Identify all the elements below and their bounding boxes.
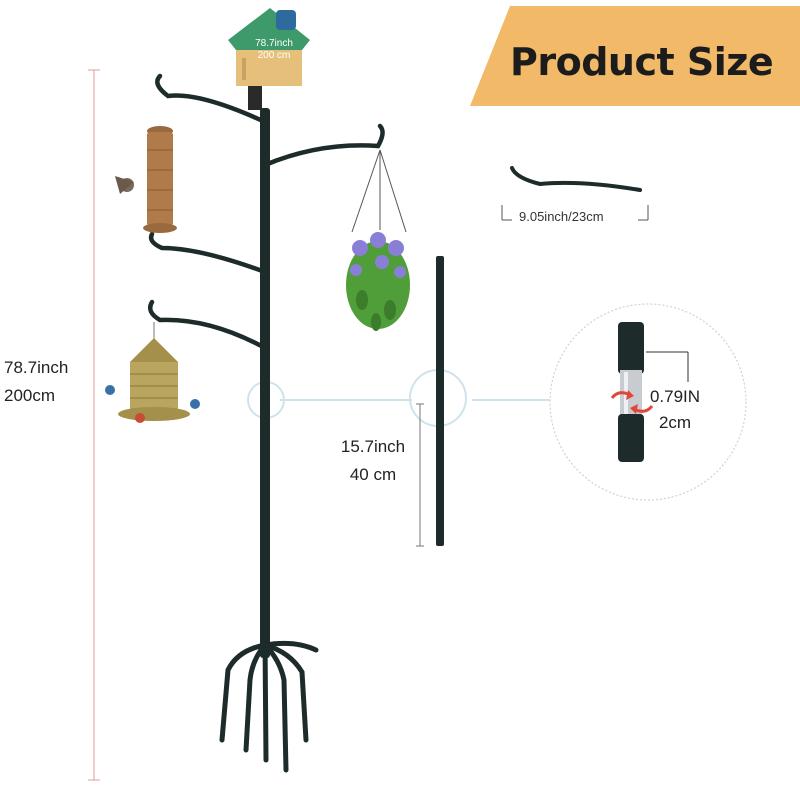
tube-feeder-icon xyxy=(115,126,177,233)
total-height-inch: 78.7inch xyxy=(4,358,69,377)
arm-detail xyxy=(501,166,649,221)
birdhouse-label-inch: 78.7inch xyxy=(255,38,293,49)
hanger-arms xyxy=(148,73,385,351)
connector-lines xyxy=(247,369,556,427)
birdhouse-label-cm: 200 cm xyxy=(257,50,291,61)
segment-length-cm: 40 cm xyxy=(349,465,397,484)
diameter-inch: 0.79IN xyxy=(649,387,701,406)
main-pole xyxy=(260,108,270,658)
total-height-label: 78.7inch 200cm xyxy=(4,354,68,410)
birdhouse-label: 78.7inch 200 cm xyxy=(244,38,304,62)
fork-stake xyxy=(219,637,319,773)
diameter-label: 0.79IN 2cm xyxy=(640,384,710,436)
banner-title: Product Size xyxy=(510,40,774,84)
lantern-feeder-icon xyxy=(105,322,200,423)
twist-arrows-icon xyxy=(610,390,654,414)
birdhouse-icon xyxy=(228,8,310,86)
product-size-banner xyxy=(470,6,800,106)
hanging-plant-icon xyxy=(346,149,410,331)
segment-length-inch: 15.7inch xyxy=(340,437,406,456)
pole-segment xyxy=(436,256,444,546)
arm-length-label: 9.05inch/23cm xyxy=(519,209,604,224)
zoom-circle xyxy=(549,303,747,501)
total-height-cm: 200cm xyxy=(4,386,56,405)
segment-dimension-line xyxy=(416,403,424,547)
segment-length-label: 15.7inch 40 cm xyxy=(333,433,413,489)
height-dimension-line xyxy=(88,69,100,781)
diameter-cm: 2cm xyxy=(658,413,692,432)
